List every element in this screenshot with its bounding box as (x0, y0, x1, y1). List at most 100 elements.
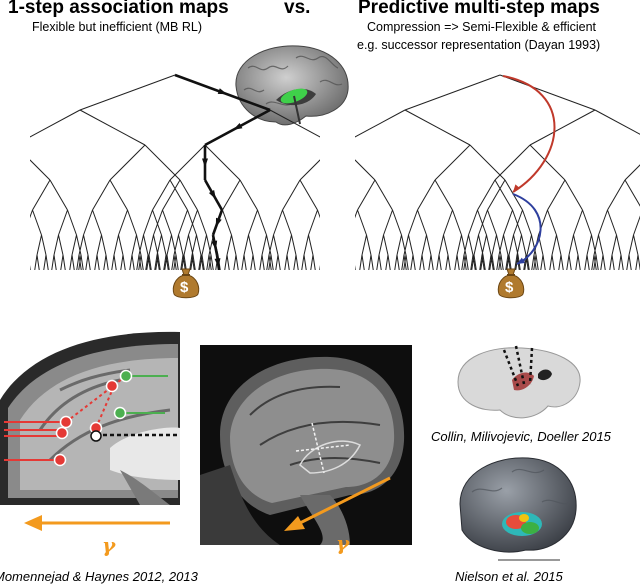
tree-branch (167, 235, 172, 255)
money-bag-left-icon: $ (171, 266, 201, 300)
tree-branch (446, 255, 448, 270)
tree-branch (110, 180, 128, 210)
tree-branch (603, 255, 605, 270)
tree-branch (313, 255, 315, 270)
tree-branch (225, 255, 227, 270)
tree-branch (179, 235, 184, 255)
tree-branch (184, 235, 189, 255)
tree-branch (599, 210, 608, 235)
tree-branch (59, 210, 68, 235)
tree-branch (599, 235, 604, 255)
tree-branch (251, 255, 253, 270)
tree-branch (574, 210, 583, 235)
tree-branch (420, 255, 422, 270)
tree-branch (435, 180, 453, 210)
tree-branch (46, 255, 48, 270)
tree-branch (149, 235, 154, 255)
tree-branch (232, 235, 237, 255)
tree-branch (522, 235, 527, 255)
tree-branch (240, 180, 258, 210)
tree-branch (153, 210, 162, 235)
tree-branch (287, 235, 292, 255)
tree-branch (274, 210, 283, 235)
mri-sagittal-image (200, 345, 412, 545)
tree-branch (552, 235, 557, 255)
tree-branch (35, 255, 37, 270)
money-symbol-right: $ (505, 279, 513, 296)
tree-branch (207, 235, 212, 255)
tree-branch (93, 210, 102, 235)
collin-brain-image (452, 342, 586, 424)
tree-branch (504, 210, 513, 235)
tree-branch (121, 255, 123, 270)
tree-branch (172, 235, 177, 255)
tree-branch (379, 235, 384, 255)
tree-branch (33, 180, 51, 210)
tree-branch (192, 235, 197, 255)
tree-branch (634, 210, 640, 235)
tree-branch (144, 210, 153, 235)
tree-branch (227, 255, 229, 270)
tree-branch (260, 255, 262, 270)
tree-branch (478, 210, 487, 235)
path-arrowhead (218, 88, 227, 94)
tree-branch (495, 145, 530, 180)
tree-branch (362, 255, 364, 270)
tree-branch (583, 210, 592, 235)
tree-branch (488, 180, 506, 210)
tree-branch (629, 235, 634, 255)
tree-branch (439, 255, 441, 270)
tree-branch (202, 235, 207, 255)
tree-branch (59, 235, 64, 255)
medial-brain-image (0, 330, 180, 535)
tree-branch (112, 255, 114, 270)
tree-branch (404, 235, 409, 255)
tree-branch (431, 255, 433, 270)
tree-branch (362, 235, 367, 255)
tree-branch (154, 210, 163, 235)
citation-collin: Collin, Milivojevic, Doeller 2015 (431, 429, 611, 444)
tree-branch (377, 255, 379, 270)
tree-branch (629, 255, 631, 270)
tree-branch (482, 235, 487, 255)
tree-branch (355, 110, 405, 145)
tree-branch (162, 235, 167, 255)
tree-branch (497, 235, 502, 255)
tree-branch (285, 255, 287, 270)
tree-branch (574, 235, 579, 255)
tree-branch (608, 180, 626, 210)
tree-branch (469, 235, 474, 255)
tree-branch (550, 255, 552, 270)
tree-branch (565, 180, 583, 210)
tree-branch (188, 210, 197, 235)
tree-branch (30, 110, 80, 145)
tree-branch (541, 255, 543, 270)
tree-branch (355, 145, 375, 180)
tree-branch (287, 255, 289, 270)
tree-branch (384, 235, 389, 255)
red-curved-arrow (503, 76, 555, 192)
citation-momennejad: Momennejad & Haynes 2012, 2013 (0, 569, 198, 584)
tree-branch (300, 145, 320, 180)
tree-branch (72, 235, 77, 255)
tree-branch (397, 235, 402, 255)
tree-branch (153, 180, 171, 210)
tree-branch (504, 235, 509, 255)
tree-branch (457, 255, 459, 270)
right-title: Predictive multi-step maps (358, 0, 600, 19)
tree-branch (283, 180, 301, 210)
tree-branch (369, 255, 371, 270)
tree-branch (474, 235, 479, 255)
right-subtitle-line2: e.g. successor representation (Dayan 199… (357, 38, 600, 52)
tree-branch (552, 255, 554, 270)
tree-branch (569, 255, 571, 270)
tree-branch (557, 235, 562, 255)
tree-branch (84, 210, 93, 235)
tree-branch (179, 210, 188, 235)
tree-branch (360, 255, 362, 270)
tree-branch (514, 210, 523, 235)
tree-branch (358, 210, 367, 235)
tree-branch (427, 235, 432, 255)
tree-branch (448, 255, 450, 270)
tree-branch (262, 235, 267, 255)
